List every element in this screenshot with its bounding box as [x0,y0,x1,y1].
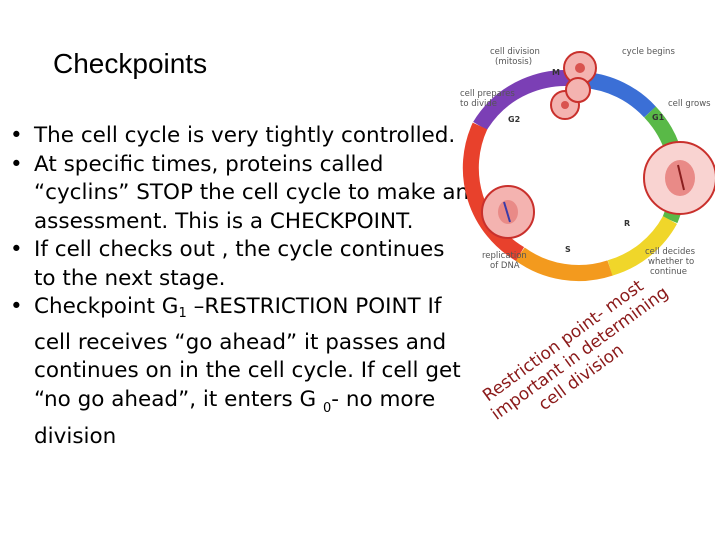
cell-prepares-label-2: to divide [460,99,497,109]
subscript: 1 [178,306,187,321]
mitosis-cells [550,51,597,120]
subscript: 0 [323,400,332,416]
g1-cell [643,141,715,215]
phase-g1-label: G1 [652,113,665,122]
bullet-text: If cell checks out , the cycle continues… [34,237,445,291]
cell-decides-label: cell decides [645,247,696,257]
annotation-line-2: important in determining [488,283,673,425]
phase-r-label: R [624,219,630,228]
slide-title: Checkpoints [53,48,208,79]
bullet-text: - no more division [34,386,436,450]
cell-decides-label-3: continue [650,267,687,277]
mitosis-label: (mitosis) [495,57,532,67]
g2-cell [481,185,535,239]
bullet-item: The cell cycle is very tightly controlle… [10,122,470,151]
bullet-text: At specific times, proteins called “cycl… [34,151,470,234]
replication-label-2: of DNA [490,261,520,271]
bullet-text: Checkpoint G [34,294,179,319]
phase-g2-label: G2 [508,115,520,124]
ring-segment-g1-blue [584,72,656,118]
bullet-text: The cell cycle is very tightly controlle… [34,123,456,148]
ring-segment-r-yellow [607,215,678,276]
phase-s-label: S [565,245,571,254]
bullet-item: If cell checks out , the cycle continues… [10,236,470,293]
phase-m-label: M [552,68,560,77]
cell-prepares-label: cell prepares [460,89,515,99]
bullet-text: –RESTRICTION POINT If cell receives “go … [34,294,461,412]
ring-segment-s-orange [515,247,613,282]
cell-cycle-diagram: cell division (mitosis) cycle begins cel… [460,47,715,425]
cell-grows-label: cell grows [668,99,711,109]
replication-label: replication [482,251,527,261]
bullet-list: The cell cycle is very tightly controlle… [10,122,470,452]
cell-division-label: cell division [490,47,540,57]
cell-decides-label-2: whether to [648,257,694,267]
cycle-begins-label: cycle begins [622,47,675,57]
bullet-item: Checkpoint G1 –RESTRICTION POINT If cell… [10,293,470,452]
bullet-item: At specific times, proteins called “cycl… [10,151,470,237]
ring-segment-g2-red [462,122,525,261]
